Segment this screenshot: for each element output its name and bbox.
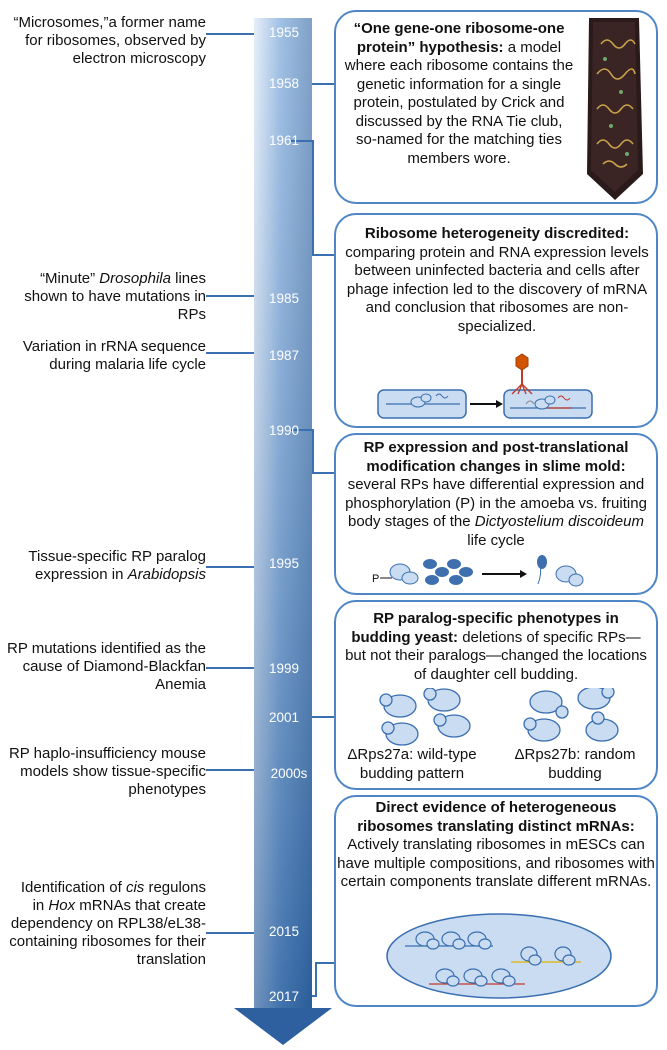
year-label: 2000s bbox=[270, 766, 308, 781]
event-text-2017: Direct evidence of heterogeneous ribosom… bbox=[337, 799, 655, 890]
note-2015: Identification of cis regulons in Hox mR… bbox=[9, 879, 206, 968]
year-label: 2017 bbox=[268, 989, 300, 1004]
caption-rps27b: ΔRps27b: random budding bbox=[514, 746, 636, 782]
year-label: 1995 bbox=[268, 556, 300, 571]
note-1999: RP mutations identified as the cause of … bbox=[6, 640, 206, 693]
heterogeneous-ribosomes-illustration bbox=[386, 913, 612, 999]
event-text-1990: RP expression and post-translational mod… bbox=[345, 439, 647, 549]
rna-tie-image bbox=[587, 18, 643, 200]
note-1987: Variation in rRNA sequence during malari… bbox=[22, 338, 206, 373]
yeast-budding-illustration bbox=[379, 688, 619, 746]
year-label: 1999 bbox=[268, 661, 300, 676]
event-box-1990 bbox=[334, 433, 658, 595]
slime-mold-illustration: P bbox=[372, 555, 584, 587]
year-label: 1961 bbox=[268, 133, 300, 148]
note-2000s: RP haplo-insufficiency mouse models show… bbox=[8, 745, 206, 798]
year-label: 2001 bbox=[268, 710, 300, 725]
event-text-1961: Ribosome heterogeneity discredited:compa… bbox=[345, 225, 649, 335]
year-label: 1958 bbox=[268, 76, 300, 91]
phosphorylation-label: P bbox=[372, 573, 379, 585]
caption-rps27a: ΔRps27a: wild-type budding pattern bbox=[347, 746, 477, 782]
year-label: 1955 bbox=[268, 25, 300, 40]
phage-infection-illustration bbox=[377, 353, 593, 419]
note-1995: Tissue-specific RP paralog expression in… bbox=[28, 548, 206, 583]
year-label: 1985 bbox=[268, 291, 300, 306]
note-1955: “Microsomes,”a former name for ribosomes… bbox=[13, 14, 206, 67]
year-label: 1990 bbox=[268, 423, 300, 438]
note-1985: “Minute” Drosophila lines shown to have … bbox=[24, 270, 206, 323]
event-text-2001: RP paralog-specific phenotypes in buddin… bbox=[345, 610, 647, 683]
year-label: 1987 bbox=[268, 348, 300, 363]
event-text-1958: “One gene-one ribosome-one protein” hypo… bbox=[344, 20, 574, 167]
year-label: 2015 bbox=[268, 924, 300, 939]
timeline-arrow-head bbox=[234, 1008, 332, 1045]
